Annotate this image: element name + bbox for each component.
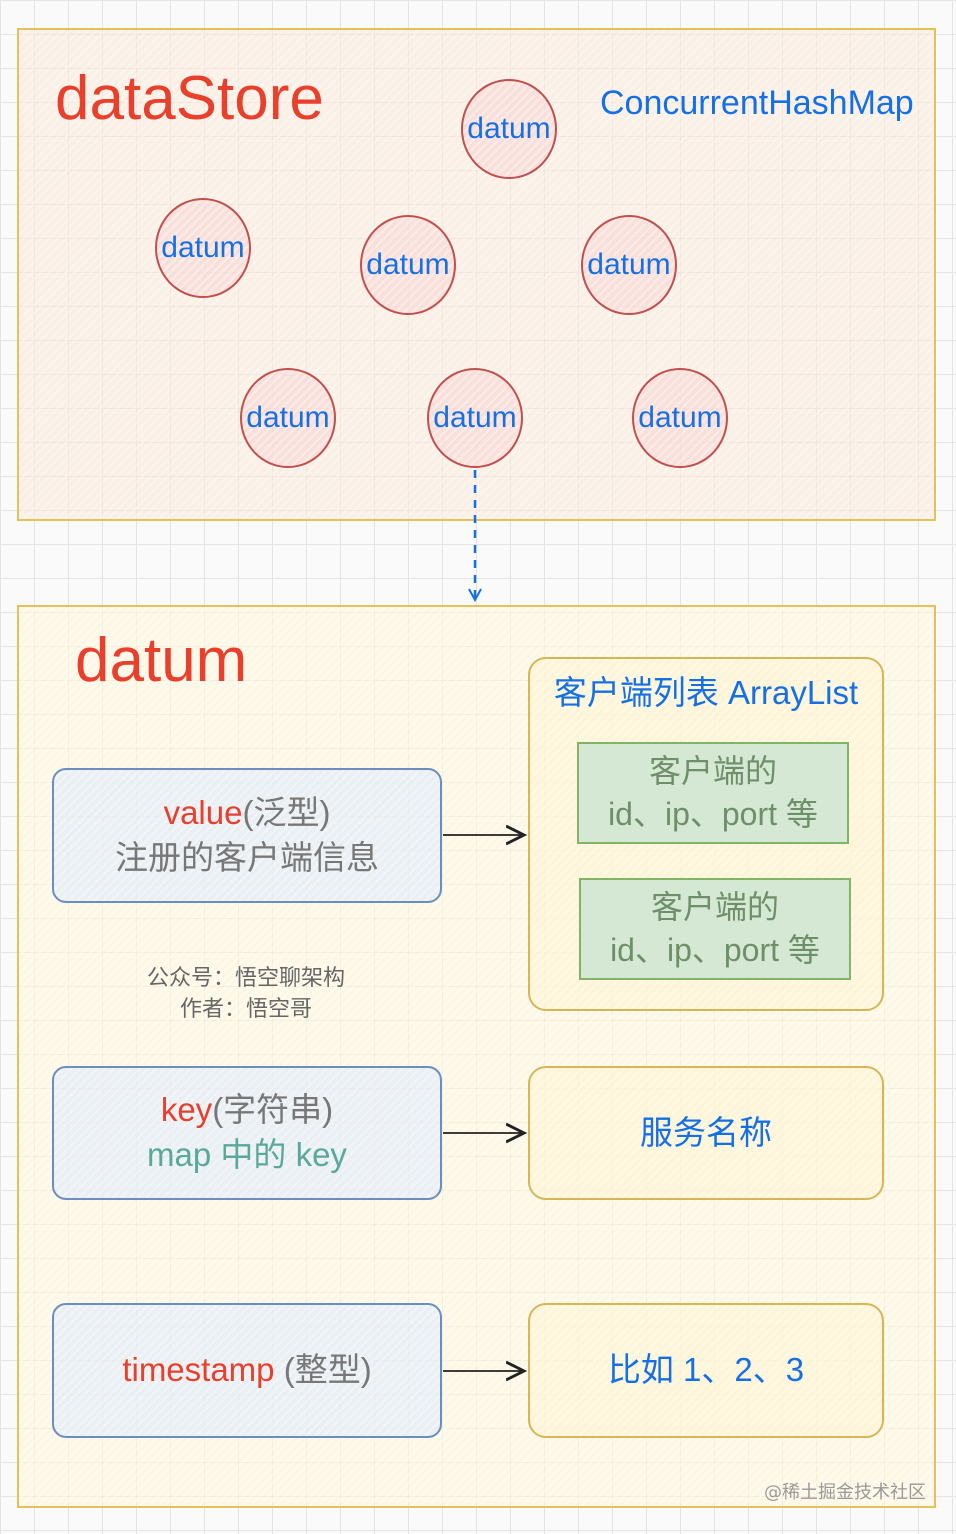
datum-node: datum <box>461 79 557 179</box>
value-box: value(泛型) 注册的客户端信息 <box>52 768 442 903</box>
client-item-line1: 客户端的 <box>648 752 777 789</box>
key-desc: map 中的 key <box>147 1136 347 1173</box>
key-name: key <box>160 1091 213 1129</box>
author-note: 公众号：悟空聊架构 作者：悟空哥 <box>128 964 364 1026</box>
datastore-title: dataStore <box>55 64 324 133</box>
client-item-line1: 客户端的 <box>650 888 779 925</box>
datum-node: datum <box>427 368 523 468</box>
datum-node: datum <box>155 198 251 298</box>
watermark: @稀土掘金技术社区 <box>764 1482 926 1503</box>
timestamp-example-box: 比如 1、2、3 <box>528 1303 884 1438</box>
datum-node: datum <box>581 215 677 315</box>
client-item: 客户端的 id、ip、port 等 <box>577 742 849 844</box>
datum-node: datum <box>632 368 728 468</box>
value-type: (泛型) <box>242 793 331 831</box>
datum-node: datum <box>360 215 456 315</box>
note-line1: 公众号：悟空聊架构 <box>146 966 345 991</box>
key-type: (字符串) <box>212 1091 334 1129</box>
value-name: value <box>163 793 243 831</box>
note-line2: 作者：悟空哥 <box>179 996 312 1022</box>
datum-title: datum <box>75 626 248 695</box>
datum-node: datum <box>240 368 336 468</box>
client-list-title: 客户端列表 ArrayList <box>553 674 859 711</box>
concurrent-hashmap-label: ConcurrentHashMap <box>600 84 914 122</box>
client-item-line2: id、ip、port 等 <box>610 932 820 968</box>
client-item: 客户端的 id、ip、port 等 <box>579 878 851 980</box>
value-desc: 注册的客户端信息 <box>115 838 379 876</box>
key-box: key(字符串) map 中的 key <box>52 1066 442 1200</box>
timestamp-type: (整型) <box>274 1351 372 1389</box>
service-name-label: 服务名称 <box>640 1113 772 1151</box>
timestamp-box: timestamp (整型) <box>52 1303 442 1438</box>
timestamp-example-label: 比如 1、2、3 <box>607 1351 805 1389</box>
timestamp-name: timestamp <box>122 1351 275 1389</box>
service-name-box: 服务名称 <box>528 1066 884 1200</box>
client-item-line2: id、ip、port 等 <box>608 796 818 832</box>
